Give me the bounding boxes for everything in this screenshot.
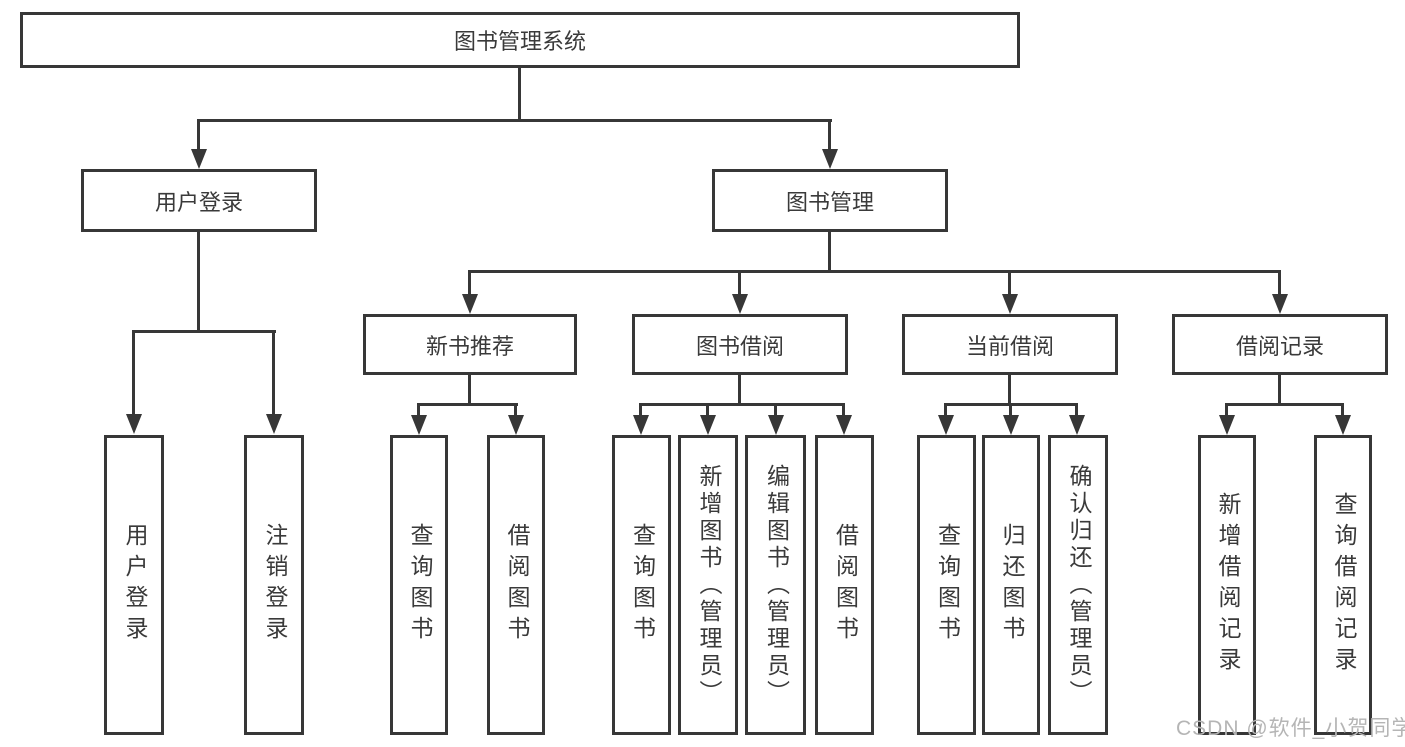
node-label: 当前借阅	[965, 333, 1054, 359]
node-user-login: 用户登录	[81, 169, 317, 232]
arrow-down-icon	[700, 415, 716, 435]
node-borrowing-records: 借阅记录	[1172, 314, 1388, 375]
leaf-label: 确认归还（管理员）	[1065, 463, 1092, 707]
connector-nbr-stem	[468, 375, 471, 405]
arrow-down-icon	[836, 415, 852, 435]
node-book-management: 图书管理	[712, 169, 948, 232]
connector-bb-drop	[639, 403, 642, 415]
connector-bookmgmt-drop	[738, 270, 741, 294]
leaf-label: 借阅图书	[503, 523, 530, 647]
arrow-down-icon	[1002, 294, 1018, 314]
connector-bookmgmt-drop	[1278, 270, 1281, 294]
csdn-watermark: CSDN @软件_小贺同学	[1176, 717, 1405, 740]
leaf-label: 注销登录	[261, 523, 288, 647]
node-label: 借阅记录	[1235, 333, 1324, 359]
node-label: 用户登录	[154, 189, 243, 215]
leaf-label: 查询借阅记录	[1330, 492, 1357, 678]
leaf-label: 查询图书	[406, 523, 433, 647]
leaf-label: 归还图书	[998, 523, 1025, 647]
connector-bb-rail	[639, 403, 845, 406]
arrow-down-icon	[126, 414, 142, 434]
arrow-down-icon	[411, 415, 427, 435]
leaf-cb-confirm-return-admin: 确认归还（管理员）	[1048, 435, 1108, 735]
connector-userlogin-stem	[197, 232, 200, 333]
node-label: 图书借阅	[695, 333, 784, 359]
leaf-bb-borrow-books: 借阅图书	[815, 435, 874, 735]
connector-bb-drop	[706, 403, 709, 415]
connector-bookmgmt-drop	[468, 270, 471, 294]
leaf-nbr-borrow-books: 借阅图书	[487, 435, 545, 735]
node-label: 新书推荐	[425, 333, 514, 359]
leaf-bb-query-books: 查询图书	[612, 435, 671, 735]
arrow-down-icon	[508, 415, 524, 435]
leaf-cb-query-books: 查询图书	[917, 435, 976, 735]
connector-root-drop-right	[828, 119, 831, 151]
node-book-borrowing: 图书借阅	[632, 314, 848, 375]
connector-bookmgmt-rail	[468, 270, 1281, 273]
connector-userlogin-drop	[272, 330, 275, 416]
connector-br-stem	[1278, 375, 1281, 405]
leaf-label: 借阅图书	[832, 523, 859, 647]
node-book-management-system: 图书管理系统	[20, 12, 1020, 68]
node-label: 图书管理系统	[453, 29, 586, 54]
connector-br-rail	[1225, 403, 1344, 406]
connector-userlogin-drop	[132, 330, 135, 416]
node-label: 图书管理	[785, 189, 874, 215]
arrow-down-icon	[732, 294, 748, 314]
arrow-down-icon	[191, 149, 207, 169]
leaf-logout: 注销登录	[244, 435, 304, 735]
arrow-down-icon	[1272, 294, 1288, 314]
leaf-label: 用户登录	[121, 523, 148, 647]
leaf-label: 编辑图书（管理员）	[763, 463, 790, 707]
connector-bookmgmt-drop	[1008, 270, 1011, 294]
arrow-down-icon	[768, 415, 784, 435]
leaf-br-query-borrow-record: 查询借阅记录	[1314, 435, 1372, 735]
leaf-cb-return-books: 归还图书	[982, 435, 1040, 735]
connector-bb-drop	[774, 403, 777, 415]
leaf-label: 查询图书	[934, 523, 961, 647]
connector-nbr-drop	[417, 403, 420, 415]
connector-nbr-rail	[417, 403, 518, 406]
arrow-down-icon	[1003, 415, 1019, 435]
connector-root-rail	[197, 119, 832, 122]
connector-userlogin-rail	[132, 330, 276, 333]
connector-cb-drop	[944, 403, 947, 415]
connector-br-drop	[1341, 403, 1344, 415]
node-current-borrowing: 当前借阅	[902, 314, 1118, 375]
connector-br-drop	[1225, 403, 1228, 415]
connector-cb-drop	[1009, 403, 1012, 415]
leaf-user-login: 用户登录	[104, 435, 164, 735]
leaf-label: 新增借阅记录	[1214, 492, 1241, 678]
arrow-down-icon	[938, 415, 954, 435]
leaf-label: 查询图书	[629, 523, 656, 647]
node-new-book-recommend: 新书推荐	[363, 314, 577, 375]
leaf-bb-add-books-admin: 新增图书（管理员）	[678, 435, 738, 735]
arrow-down-icon	[633, 415, 649, 435]
connector-cb-drop	[1075, 403, 1078, 415]
arrow-down-icon	[1335, 415, 1351, 435]
arrow-down-icon	[1069, 415, 1085, 435]
connector-bookmgmt-stem	[828, 232, 831, 272]
leaf-br-add-borrow-record: 新增借阅记录	[1198, 435, 1256, 735]
connector-cb-stem	[1008, 375, 1011, 405]
connector-nbr-drop	[514, 403, 517, 415]
leaf-label: 新增图书（管理员）	[695, 463, 722, 707]
connector-root-stem	[518, 68, 521, 122]
arrow-down-icon	[1219, 415, 1235, 435]
arrow-down-icon	[462, 294, 478, 314]
connector-root-drop-left	[197, 119, 200, 151]
leaf-nbr-query-books: 查询图书	[390, 435, 448, 735]
connector-bb-stem	[738, 375, 741, 405]
leaf-bb-edit-books-admin: 编辑图书（管理员）	[745, 435, 806, 735]
connector-bb-drop	[842, 403, 845, 415]
arrow-down-icon	[822, 149, 838, 169]
arrow-down-icon	[266, 414, 282, 434]
